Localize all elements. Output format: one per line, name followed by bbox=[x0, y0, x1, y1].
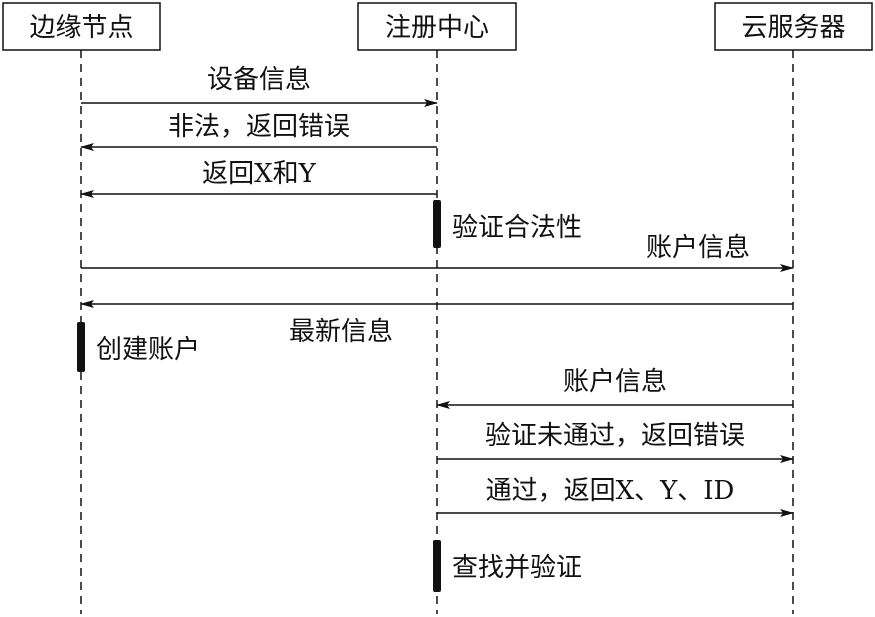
participant-label-cloud: 云服务器 bbox=[741, 13, 845, 43]
message-label: 账户信息 bbox=[563, 367, 667, 397]
participant-label-edge: 边缘节点 bbox=[29, 13, 133, 43]
message-label: 账户信息 bbox=[646, 233, 750, 263]
activation-label: 创建账户 bbox=[96, 335, 200, 365]
participant-box-registry bbox=[357, 2, 517, 51]
message-label: 通过，返回X、Y、ID bbox=[486, 476, 735, 506]
message-label: 设备信息 bbox=[207, 65, 311, 95]
participant-box-cloud bbox=[714, 2, 873, 51]
message-label: 验证未通过，返回错误 bbox=[485, 421, 745, 451]
activation-label: 验证合法性 bbox=[452, 213, 582, 243]
activation-bar bbox=[77, 322, 85, 372]
message-label: 最新信息 bbox=[289, 317, 393, 347]
message-label: 非法，返回错误 bbox=[168, 112, 350, 142]
activation-label: 查找并验证 bbox=[452, 553, 582, 583]
activation-bar bbox=[433, 540, 441, 592]
participant-label-registry: 注册中心 bbox=[385, 13, 489, 43]
participant-box-edge bbox=[2, 2, 161, 51]
activation-bar bbox=[433, 200, 441, 248]
message-label: 返回X和Y bbox=[202, 159, 317, 189]
